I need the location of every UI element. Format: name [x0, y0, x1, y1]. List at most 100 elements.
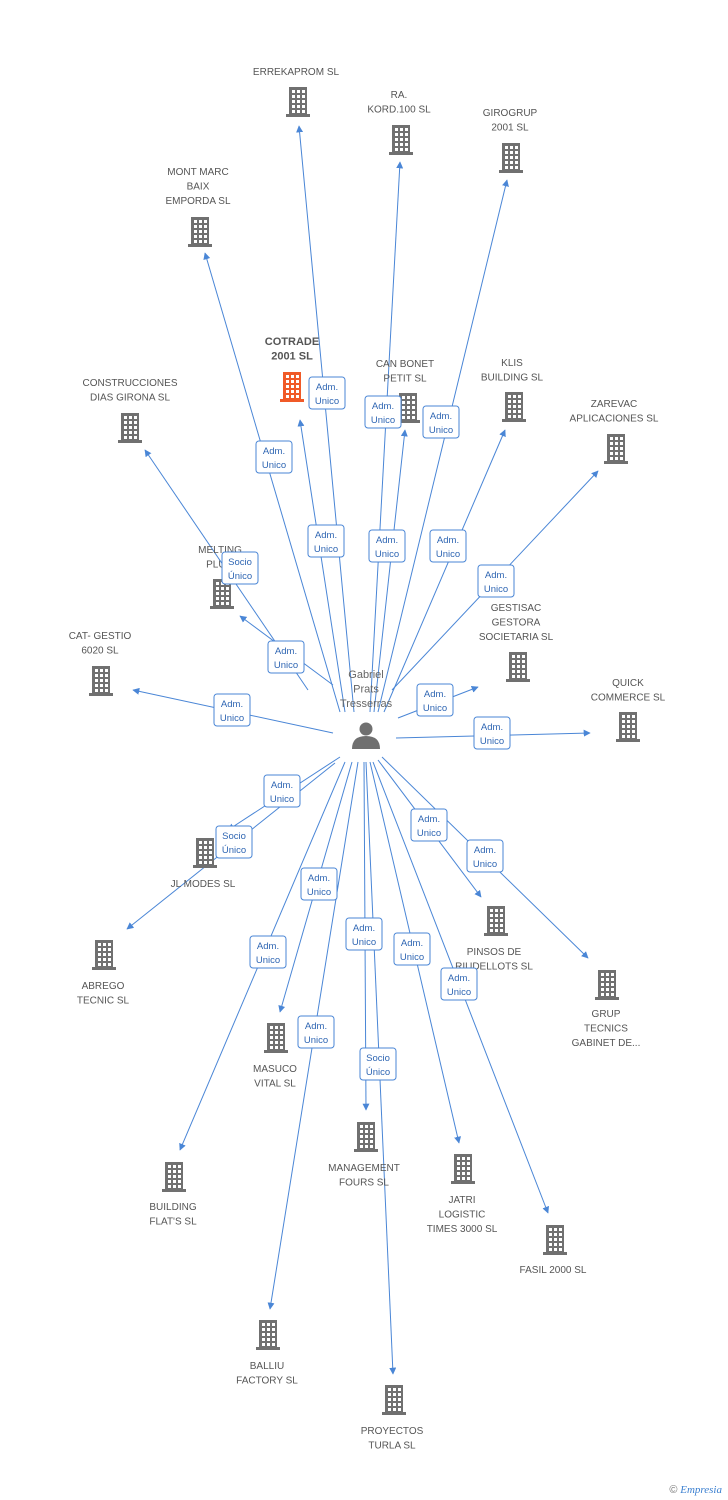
badges-layer: Adm.UnicoAdm.UnicoAdm.UnicoAdm.UnicoAdm.…: [213, 376, 515, 1081]
edge-to-melting-badge-text: Adm.: [275, 646, 297, 657]
edge-to-can-bonet-line: [373, 429, 408, 713]
edge-to-cotrade-badge-text: Unico: [314, 544, 338, 555]
edge-to-cotrade-badge-text: Adm.: [315, 530, 337, 541]
edge-to-cat-gestio-badge-box: [213, 693, 251, 727]
node-construcciones-label-line: CONSTRUCCIONES: [82, 378, 177, 389]
edge-to-grup-tecnics-badge-text: Unico: [473, 859, 497, 870]
edge-to-management-badge[interactable]: Adm.Unico: [345, 917, 383, 951]
building-icon: [382, 1385, 406, 1415]
edge-to-balliu-badge[interactable]: Adm.Unico: [297, 1015, 335, 1049]
node-abrego-label-line: TECNIC SL: [77, 996, 130, 1007]
edge-to-masuco-badge-text: Unico: [307, 887, 331, 898]
node-construcciones-label-line: DIAS GIRONA SL: [90, 393, 170, 404]
edge-to-cat-gestio-badge[interactable]: Adm.Unico: [213, 693, 251, 727]
node-melting-label[interactable]: MELTINGPLU...: [198, 545, 242, 571]
building-icon: [188, 217, 212, 247]
edge-to-jl-modes-badge-text: Unico: [270, 794, 294, 805]
edge-to-balliu-badge-text: Adm.: [305, 1021, 327, 1032]
edge-to-masuco-badge[interactable]: Adm.Unico: [300, 867, 338, 901]
edge-to-zarevac-badge[interactable]: Adm.Unico: [477, 564, 515, 598]
node-jl-modes-label[interactable]: JL MODES SL: [171, 879, 236, 890]
edge-to-pinsos-badge-box: [410, 808, 448, 842]
node-proyectos-label-line: TURLA SL: [368, 1441, 416, 1452]
edge-to-cotrade-badge[interactable]: Adm. Unico: [307, 524, 345, 558]
node-abrego-label[interactable]: ABREGO TECNIC SL: [77, 981, 130, 1007]
edge-to-cotrade-2-badge-text: Unico: [315, 396, 339, 407]
footer-brand[interactable]: © Empresia: [669, 1484, 722, 1496]
node-jatri-label-line: LOGISTIC: [439, 1210, 486, 1221]
building-icon: [396, 393, 420, 423]
edge-to-quick-badge-text: Adm.: [481, 722, 503, 733]
node-cat-gestio-label-line: 6020 SL: [81, 646, 119, 657]
edge-to-melting-badge-text: Unico: [274, 660, 298, 671]
edge-to-pinsos-badge[interactable]: Adm.Unico: [410, 808, 448, 842]
edge-to-construcciones-badge-text: Socio: [228, 557, 252, 568]
node-abrego-label-line: ABREGO: [82, 981, 125, 992]
edge-to-zarevac-badge-box: [477, 564, 515, 598]
edge-to-fasil-badge[interactable]: Adm.Unico: [440, 967, 478, 1001]
node-errekaprom-label[interactable]: ERREKAPROM SL: [253, 67, 340, 78]
edge-to-cat-gestio-badge-text: Adm.: [221, 699, 243, 710]
edge-to-grup-tecnics-badge-box: [466, 839, 504, 873]
edge-to-jatri-badge-text: Adm.: [401, 938, 423, 949]
node-mont-marc-label-line: MONT MARC: [167, 167, 228, 178]
building-icon: [264, 1023, 288, 1053]
node-proyectos-label-line: PROYECTOS: [361, 1426, 424, 1437]
node-quick-label-line: COMMERCE SL: [591, 693, 666, 704]
node-errekaprom-label-line: ERREKAPROM SL: [253, 67, 340, 78]
node-quick-label[interactable]: QUICK COMMERCE SL: [591, 678, 666, 704]
node-girogrup-label-line: 2001 SL: [491, 123, 529, 134]
node-mont-marc-label-line: EMPORDA SL: [165, 196, 230, 207]
edge-to-quick-badge[interactable]: Adm.Unico: [473, 716, 511, 750]
edge-to-quick-badge-box: [473, 716, 511, 750]
building-icon: [499, 143, 523, 173]
copyright-symbol: ©: [669, 1484, 678, 1496]
building-icon: [616, 712, 640, 742]
building-icon: [451, 1154, 475, 1184]
node-cotrade-label-line: 2001 SL: [271, 351, 313, 363]
node-klis-label-line: KLIS: [501, 358, 523, 369]
edge-to-can-bonet-2-badge[interactable]: Adm.Unico: [364, 395, 402, 429]
building-icon: [89, 666, 113, 696]
edge-to-ra-kord-badge[interactable]: Adm.Unico: [368, 529, 406, 563]
node-ra-kord-label[interactable]: RA.KORD.100 SL: [367, 90, 431, 116]
edge-to-girogrup-badge[interactable]: Adm.Unico: [422, 405, 460, 439]
edge-to-jl-modes-badge[interactable]: Adm.Unico: [263, 774, 301, 808]
edge-to-gestisac-badge[interactable]: Adm.Unico: [416, 683, 454, 717]
edge-to-mont-marc-badge[interactable]: Adm.Unico: [255, 440, 293, 474]
node-quick-label-line: QUICK: [612, 678, 644, 689]
edge-to-mont-marc-badge-text: Unico: [262, 460, 286, 471]
edge-to-building-flats-badge[interactable]: Adm.Unico: [249, 935, 287, 969]
edge-to-jatri-badge[interactable]: Adm.Unico: [393, 932, 431, 966]
node-fasil-label[interactable]: FASIL 2000 SL: [520, 1265, 587, 1276]
edge-to-melting-badge[interactable]: Adm. Unico: [267, 640, 305, 674]
node-proyectos-label[interactable]: PROYECTOS TURLA SL: [361, 1426, 424, 1452]
node-balliu-label-line: BALLIU: [250, 1361, 284, 1372]
edge-to-grup-tecnics-badge[interactable]: Adm. Unico: [466, 839, 504, 873]
edge-to-klis-badge[interactable]: Adm.Unico: [429, 529, 467, 563]
node-construcciones-label[interactable]: CONSTRUCCIONES DIAS GIRONA SL: [82, 378, 177, 404]
node-gestisac-label-line: SOCIETARIA SL: [479, 632, 554, 643]
edge-to-grup-tecnics-badge-text: Adm.: [474, 845, 496, 856]
edge-to-cotrade-2-badge-text: Adm.: [316, 382, 338, 393]
edge-to-cotrade-2-badge[interactable]: Adm. Unico: [308, 376, 346, 410]
